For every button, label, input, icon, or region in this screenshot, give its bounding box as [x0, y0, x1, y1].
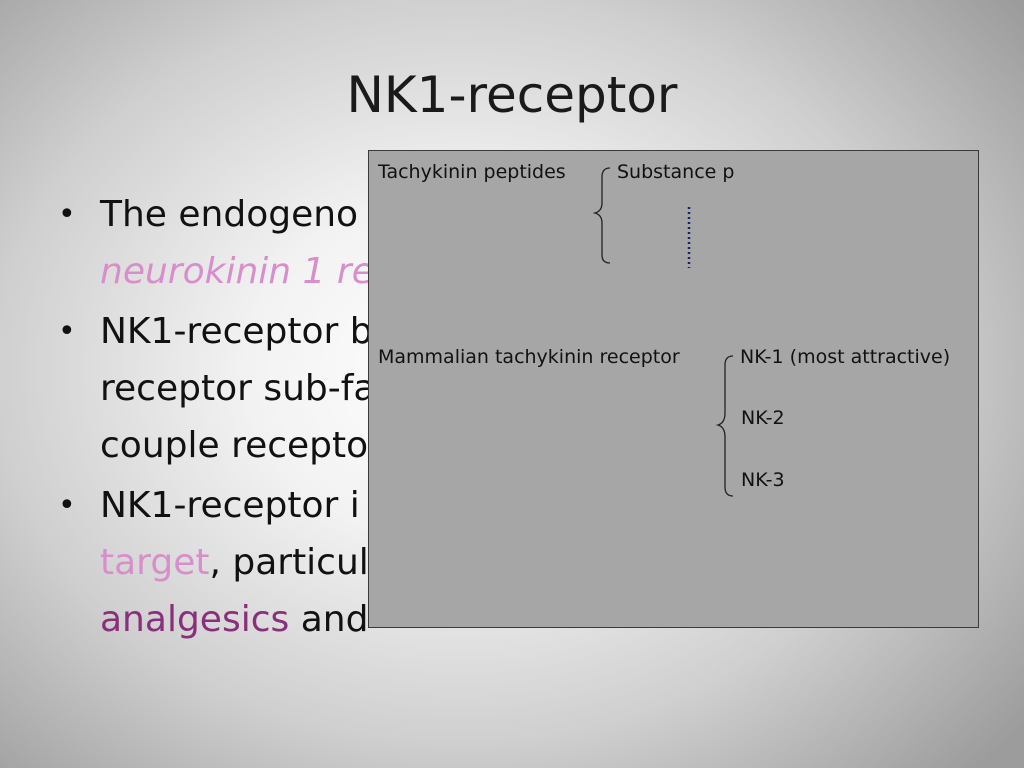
bullet-text: and	[289, 599, 369, 640]
slide-title: NK1-receptor	[346, 66, 678, 124]
bullet-text-highlight: neurokinin 1 re	[100, 251, 374, 292]
bullet-text: NK1-receptor b	[100, 311, 373, 352]
nk3-label: NK-3	[741, 469, 785, 491]
bullet-text: couple recepto	[100, 425, 369, 466]
substance-p-label: Substance p	[617, 161, 735, 183]
brace-peptides-icon	[592, 167, 611, 264]
brace-receptors-icon	[715, 355, 734, 497]
bullet-item: • The endogeno neurokinin 1 re	[58, 186, 998, 300]
bullet-text: , particul	[209, 542, 369, 583]
bullet-dot-icon: •	[58, 488, 76, 523]
bullet-text: receptor sub-fa	[100, 368, 376, 409]
bullet-line: analgesics and	[100, 591, 998, 648]
bullet-text-highlight: target	[100, 542, 210, 583]
bullet-line: target, particul	[100, 534, 998, 591]
mammalian-receptor-label: Mammalian tachykinin receptor	[378, 346, 680, 368]
bullet-text: The endogeno	[100, 194, 359, 235]
nk2-label: NK-2	[741, 407, 785, 429]
bullet-dot-icon: •	[58, 197, 76, 232]
bullet-text: NK1-receptor i	[100, 485, 360, 526]
bullet-item: • NK1-receptor b receptor sub-fa couple …	[58, 303, 998, 474]
bullet-dot-icon: •	[58, 314, 76, 349]
diagram-lines	[592, 167, 734, 497]
tachykinin-peptides-label: Tachykinin peptides	[378, 161, 566, 183]
tachykinin-diagram-box: Tachykinin peptides Substance p Mammalia…	[368, 150, 979, 628]
nk1-label: NK-1 (most attractive)	[740, 346, 951, 368]
bullet-item: • NK1-receptor i target, particul analge…	[58, 477, 998, 648]
bullet-list: • The endogeno neurokinin 1 re • NK1-rec…	[58, 186, 998, 648]
bullet-text-highlight: analgesics	[100, 599, 290, 640]
